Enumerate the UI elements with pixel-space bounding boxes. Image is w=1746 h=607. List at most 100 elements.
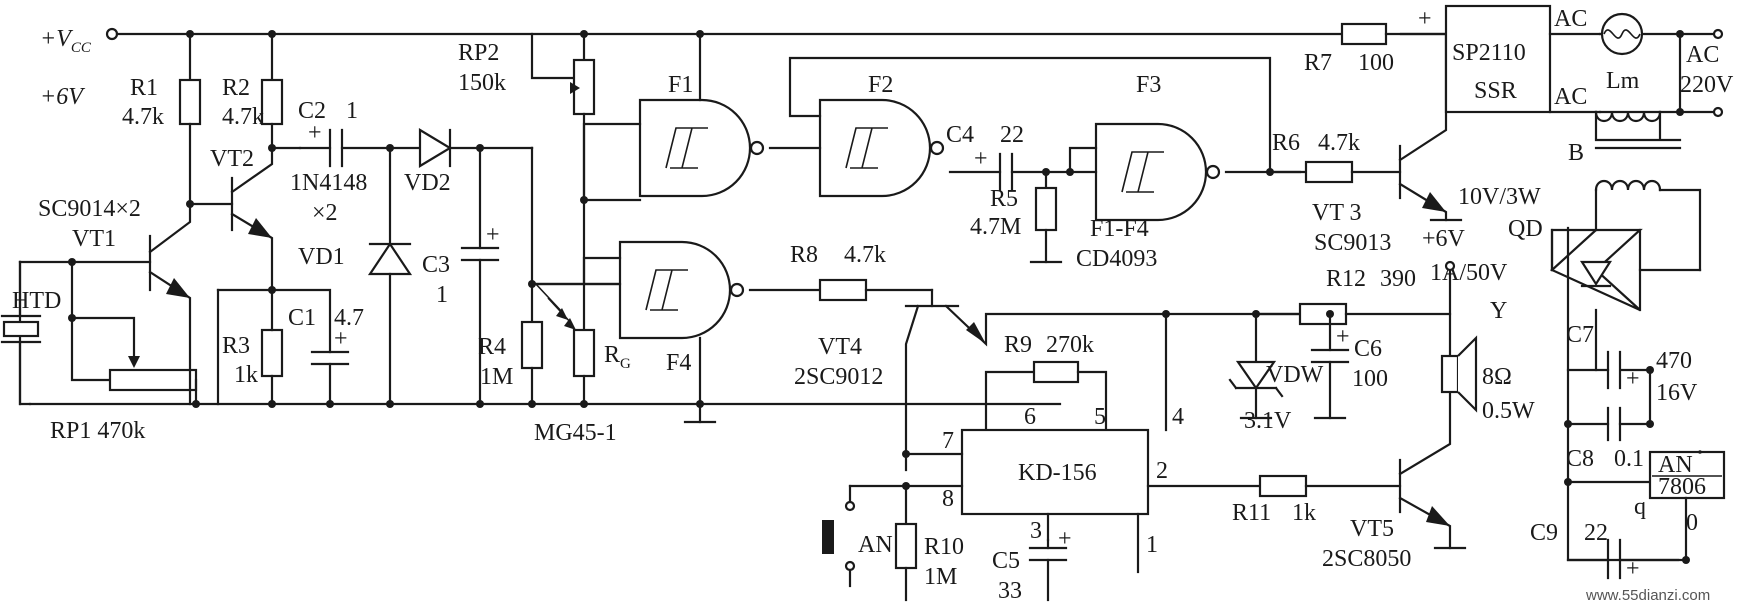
r4-resistor bbox=[520, 146, 544, 406]
vt4-label: VT4 bbox=[818, 334, 862, 360]
ic-pin-6: 6 bbox=[1024, 404, 1036, 430]
c2-plus: + bbox=[308, 120, 322, 146]
c8-value: 0.1 bbox=[1614, 446, 1644, 472]
vt4-transistor bbox=[904, 288, 1302, 472]
vd2-diode bbox=[388, 128, 482, 168]
ic-pin-1: 1 bbox=[1146, 532, 1158, 558]
r7-value: 100 bbox=[1358, 50, 1394, 76]
c3-ref: C3 bbox=[422, 252, 450, 278]
speaker-power: 0.5W bbox=[1482, 398, 1535, 424]
mains-label: AC bbox=[1686, 42, 1719, 68]
reg-line1: AN bbox=[1658, 452, 1693, 478]
c6-value: 100 bbox=[1352, 366, 1388, 392]
c9-value: 22 bbox=[1584, 520, 1608, 546]
speaker-impedance: 8Ω bbox=[1482, 364, 1512, 390]
r12-resistor bbox=[1254, 260, 1456, 358]
c7-plus: + bbox=[1626, 366, 1640, 392]
c5-ref: C5 bbox=[992, 548, 1020, 574]
r7-resistor bbox=[1340, 22, 1448, 46]
ic-name: KD-156 bbox=[1018, 460, 1097, 486]
vt1-transistor bbox=[70, 202, 192, 406]
ssr-module bbox=[1444, 4, 1602, 114]
r10-ref: R10 bbox=[924, 534, 964, 560]
r7-ref: R7 bbox=[1304, 50, 1332, 76]
vt5-label: VT5 bbox=[1350, 516, 1394, 542]
r2-value: 4.7k bbox=[222, 104, 264, 130]
c6-capacitor bbox=[1310, 312, 1350, 420]
htd-sensor bbox=[0, 260, 74, 406]
c2-value: 1 bbox=[346, 98, 358, 124]
c9-plus: + bbox=[1626, 556, 1640, 582]
c8-ref: C8 bbox=[1566, 446, 1594, 472]
vcc-label: +VCC bbox=[40, 26, 92, 56]
r9-resistor bbox=[984, 360, 1108, 432]
junction-dots bbox=[68, 30, 1690, 564]
vdw-zener bbox=[1228, 312, 1284, 420]
speaker-y bbox=[1440, 335, 1478, 413]
ssr-plus: + bbox=[1418, 6, 1432, 32]
gate-f3-label: F3 bbox=[1136, 72, 1161, 98]
c1-capacitor bbox=[270, 288, 350, 406]
an-button bbox=[822, 484, 856, 588]
vd2-label: VD2 bbox=[404, 170, 451, 196]
gate-chip-label: CD4093 bbox=[1076, 246, 1157, 272]
c6-ref: C6 bbox=[1354, 336, 1382, 362]
c4-plus: + bbox=[974, 146, 988, 172]
c5-capacitor bbox=[1028, 538, 1068, 602]
plus6v-label: +6V bbox=[1422, 226, 1466, 252]
c2-capacitor bbox=[298, 128, 392, 168]
r1-resistor bbox=[178, 32, 202, 206]
c4-ref: C4 bbox=[946, 122, 974, 148]
r5-value: 4.7M bbox=[970, 214, 1021, 240]
vt12-type-label: SC9014×2 bbox=[38, 196, 141, 222]
c3-plus: + bbox=[486, 222, 500, 248]
gate-f3 bbox=[1068, 122, 1302, 222]
r3-value: 1k bbox=[234, 362, 258, 388]
r9-value: 270k bbox=[1046, 332, 1094, 358]
vdw-voltage: 3.1V bbox=[1244, 408, 1292, 434]
vt3-type-label: SC9013 bbox=[1314, 230, 1391, 256]
c2-ref: C2 bbox=[298, 98, 326, 124]
ssr-ac-top: AC bbox=[1554, 6, 1587, 32]
mains-voltage: 220V bbox=[1680, 72, 1734, 98]
rg-part-label: MG45-1 bbox=[534, 420, 617, 446]
vd1-label: VD1 bbox=[298, 244, 345, 270]
ssr-line2: SSR bbox=[1474, 78, 1517, 104]
gate-f4 bbox=[530, 240, 745, 406]
c6-plus: + bbox=[1336, 324, 1350, 350]
transformer-b bbox=[1594, 110, 1702, 272]
gate-f1-label: F1 bbox=[668, 72, 693, 98]
r4-value: 1M bbox=[480, 364, 513, 390]
vt2-transistor bbox=[188, 146, 302, 292]
ssr-line1: SP2110 bbox=[1452, 40, 1526, 66]
c9-ref: C9 bbox=[1530, 520, 1558, 546]
r11-value: 1k bbox=[1292, 500, 1316, 526]
ic-pin-2: 2 bbox=[1156, 458, 1168, 484]
bridge-qd bbox=[1550, 228, 1702, 372]
gate-f2-label: F2 bbox=[868, 72, 893, 98]
vt5-type-label: 2SC8050 bbox=[1322, 546, 1411, 572]
c7-ref: C7 bbox=[1566, 322, 1594, 348]
r9-ref: R9 bbox=[1004, 332, 1032, 358]
c3-capacitor bbox=[460, 146, 534, 406]
r11-ref: R11 bbox=[1232, 500, 1271, 526]
r4-ref: R4 bbox=[478, 334, 506, 360]
c5-value: 33 bbox=[998, 578, 1022, 604]
transformer-ref: B bbox=[1568, 140, 1584, 166]
r3-resistor bbox=[216, 288, 284, 406]
lamp-label: Lm bbox=[1606, 68, 1640, 94]
rp1-potentiometer bbox=[28, 260, 1062, 406]
r2-ref: R2 bbox=[222, 75, 250, 101]
reg-line2: 7806 bbox=[1658, 474, 1706, 500]
c1-ref: C1 bbox=[288, 305, 316, 331]
c7-value: 470 bbox=[1656, 348, 1692, 374]
ic-kd156 bbox=[848, 312, 1262, 574]
vd-count-label: ×2 bbox=[312, 200, 338, 226]
r3-ref: R3 bbox=[222, 333, 250, 359]
rp2-value: 150k bbox=[458, 70, 506, 96]
gate-f2 bbox=[768, 56, 1272, 198]
vt2-label: VT2 bbox=[210, 146, 254, 172]
speaker-ref: Y bbox=[1490, 298, 1507, 324]
c4-value: 22 bbox=[1000, 122, 1024, 148]
r10-value: 1M bbox=[924, 564, 957, 590]
